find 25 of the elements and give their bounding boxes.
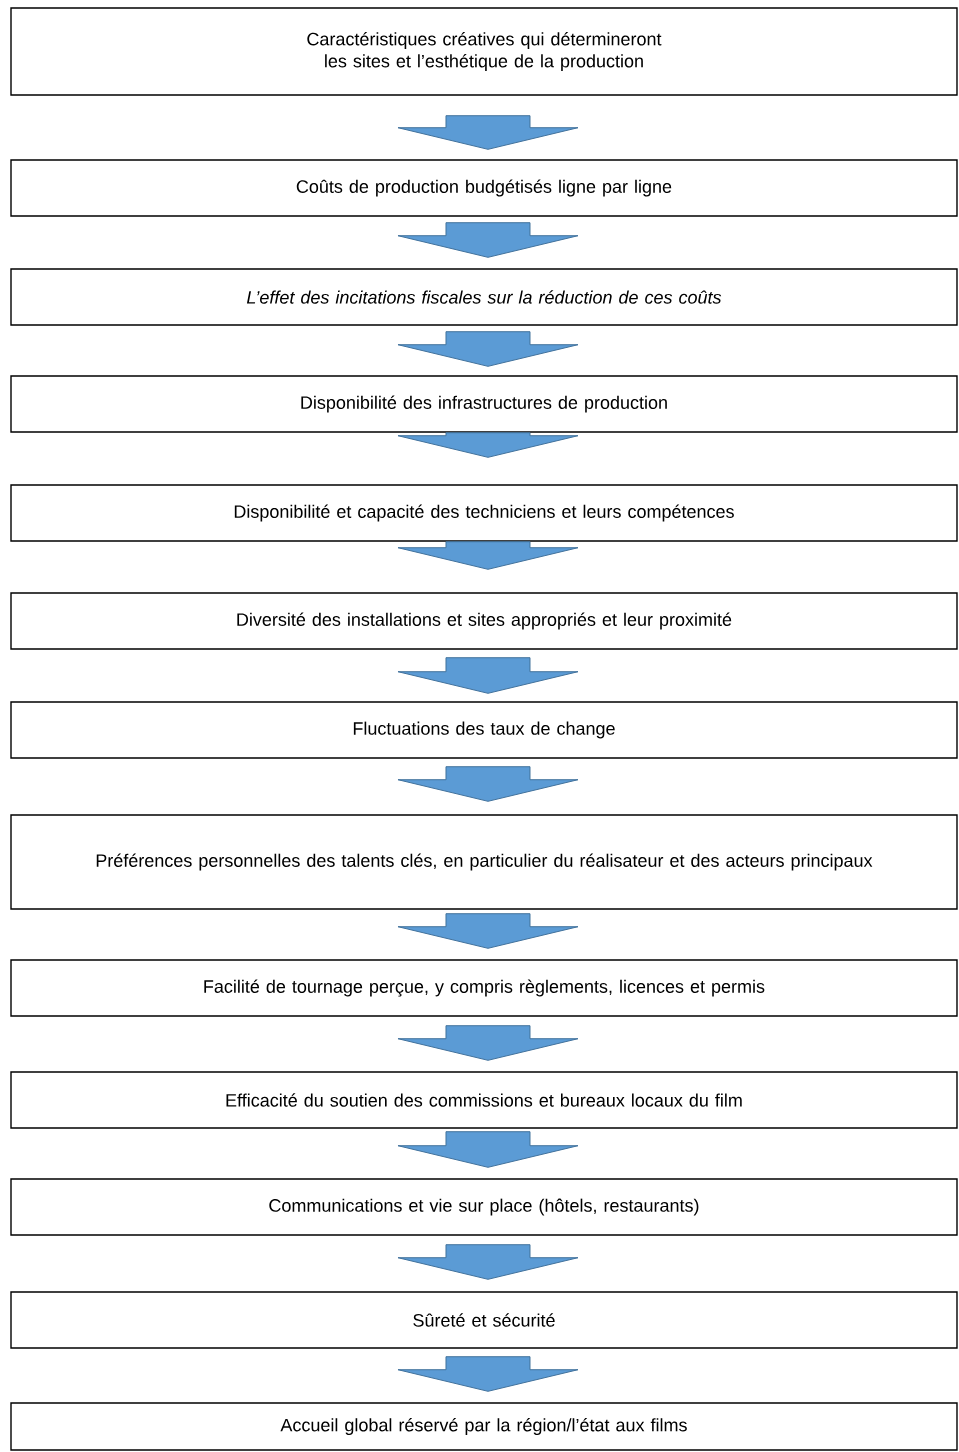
process-box: Efficacité du soutien des commissions et bureaux locaux du film — [10, 1071, 958, 1129]
block-arrow — [397, 222, 579, 258]
process-box: Facilité de tournage perçue, y compris règlements, licences et permis — [10, 959, 958, 1017]
block-arrow — [397, 766, 579, 802]
process-box: Disponibilité et capacité des techniciens et leurs compétences — [10, 484, 958, 542]
block-arrow — [397, 331, 579, 367]
process-box: L’effet des incitations fiscales sur la réduction de ces coûts — [10, 268, 958, 326]
process-box: Préférences personnelles des talents clés, en particulier du réalisateur et des acteurs principaux — [10, 814, 958, 910]
block-arrow — [397, 1131, 579, 1168]
process-box: Communications et vie sur place (hôtels, restaurants) — [10, 1178, 958, 1236]
block-arrow — [397, 1025, 579, 1061]
process-box: Coûts de production budgétisés ligne par ligne — [10, 159, 958, 217]
block-arrow — [397, 1356, 579, 1392]
process-box: Caractéristiques créatives qui détermineront les sites et l’esthétique de la production — [10, 7, 958, 96]
process-box: Disponibilité des infrastructures de production — [10, 375, 958, 433]
block-arrow — [397, 541, 579, 570]
block-arrow — [397, 115, 579, 150]
block-arrow — [397, 657, 579, 694]
process-box: Sûreté et sécurité — [10, 1291, 958, 1349]
process-box: Accueil global réservé par la région/l’état aux films — [10, 1402, 958, 1451]
block-arrow — [397, 913, 579, 949]
process-box: Diversité des installations et sites appropriés et leur proximité — [10, 592, 958, 650]
block-arrow — [397, 432, 579, 458]
process-box: Fluctuations des taux de change — [10, 701, 958, 759]
block-arrow — [397, 1244, 579, 1280]
